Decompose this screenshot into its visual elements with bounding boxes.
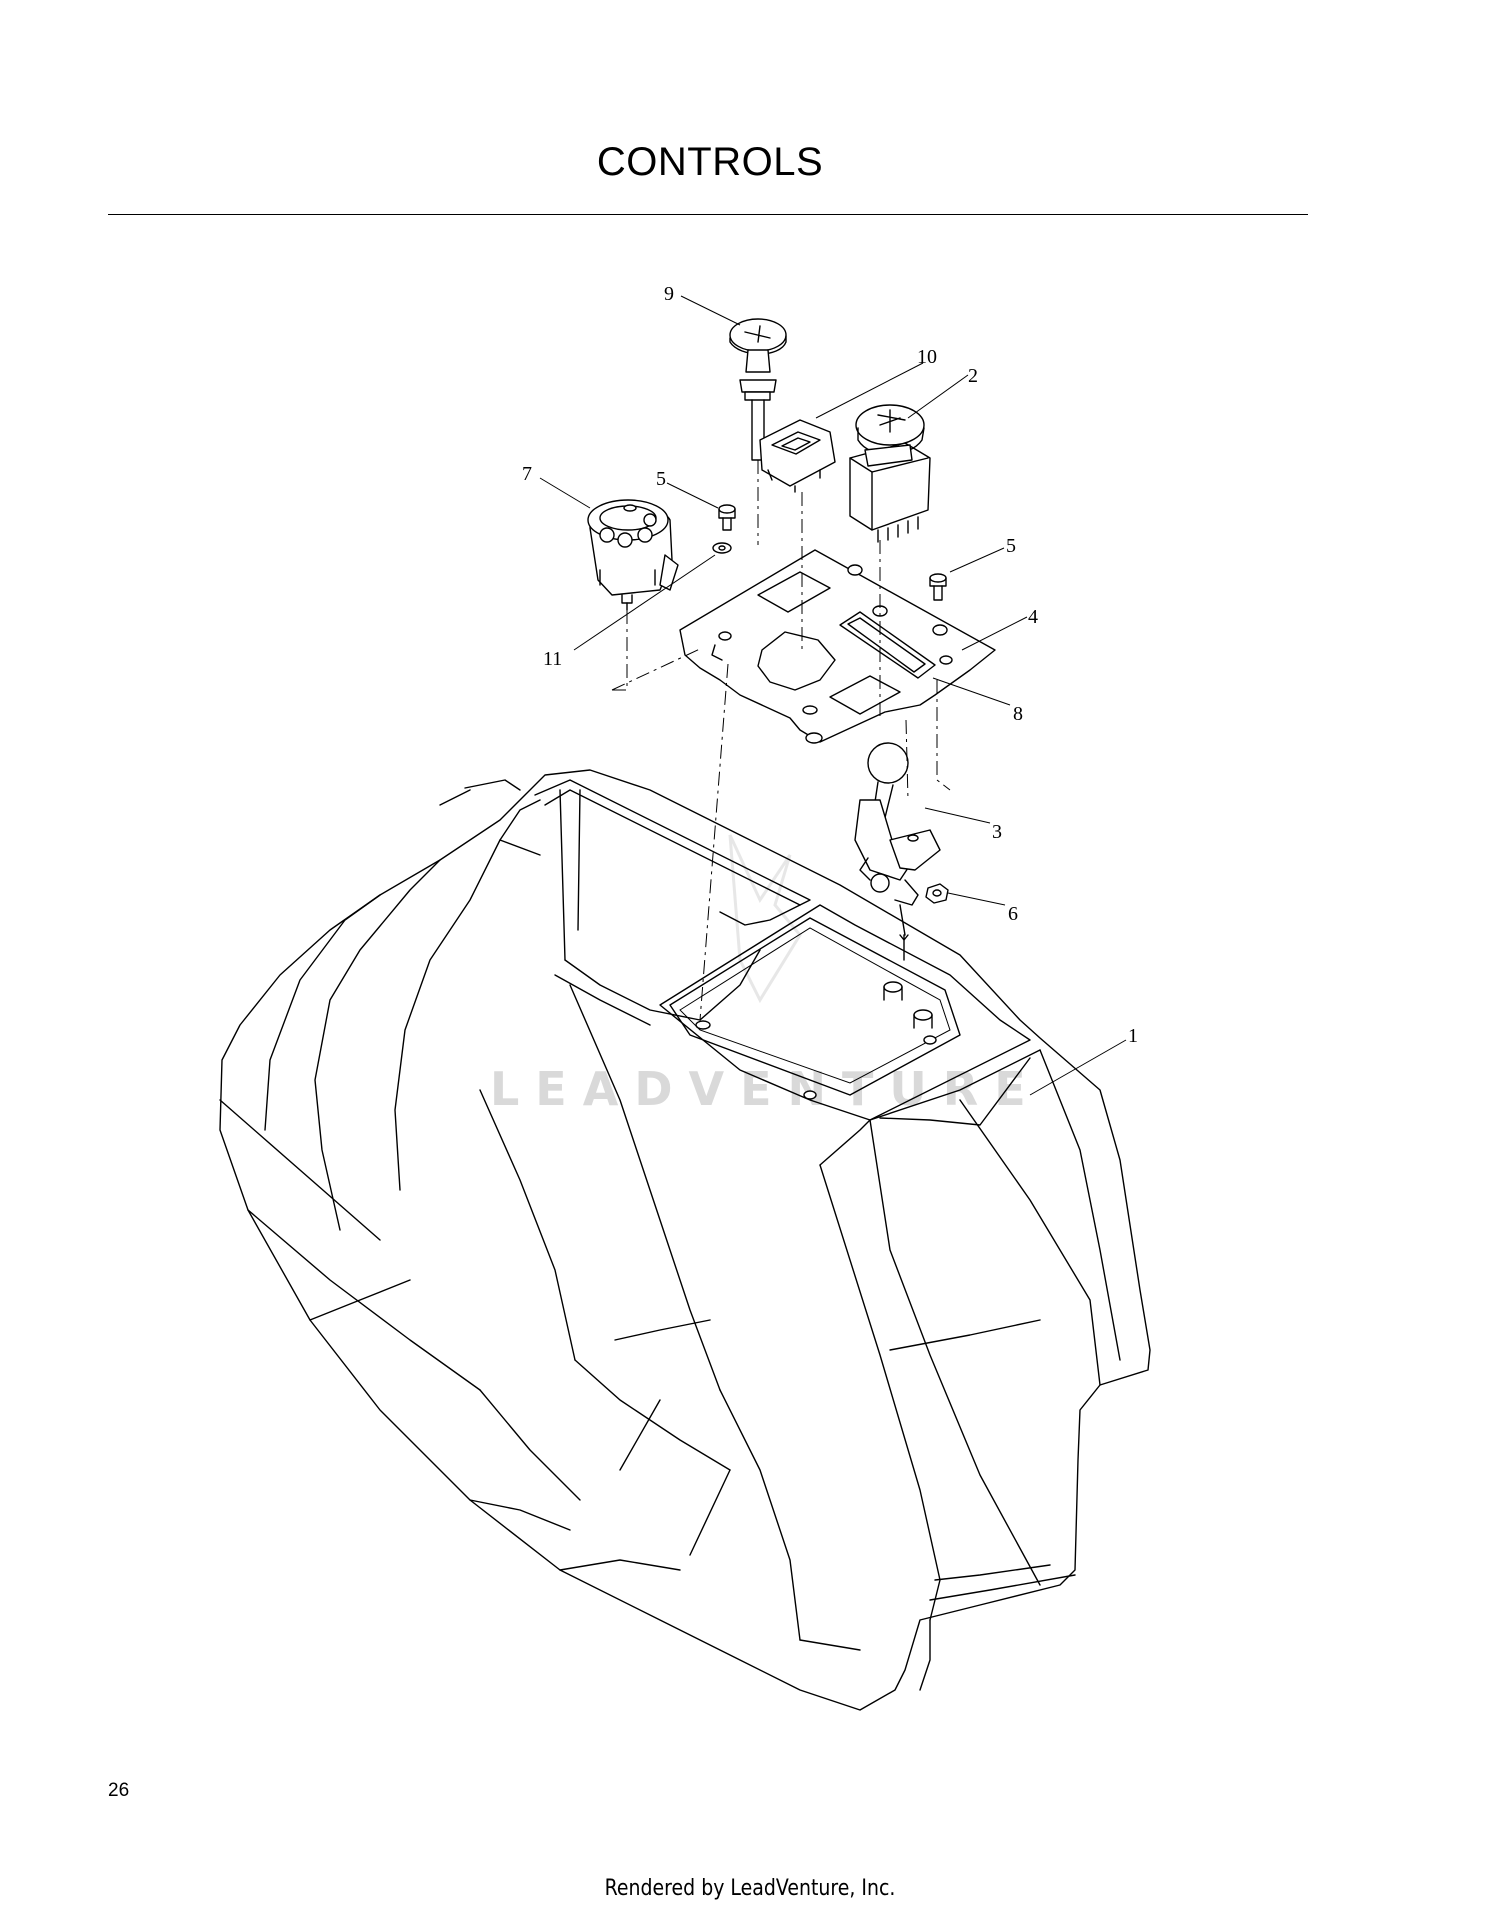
callout-4: 4 — [1028, 606, 1038, 628]
part-10-rocker-switch — [759, 419, 836, 493]
callout-8: 8 — [1013, 703, 1023, 725]
watermark-logo — [728, 834, 802, 1004]
callout-2: 2 — [968, 365, 978, 387]
callout-labels: 9 10 2 7 5 5 4 11 8 3 6 1 — [522, 283, 1138, 1047]
part-1-console-body — [219, 769, 1151, 1711]
leader-lines — [539, 295, 1127, 1096]
callout-7: 7 — [522, 463, 532, 485]
part-7-ignition-switch — [587, 499, 679, 611]
part-9-pto-knob — [729, 318, 787, 461]
page-number: 26 — [108, 1780, 130, 1801]
part-11-washer — [712, 542, 732, 554]
watermark-text: LEADVENTURE — [490, 1062, 1042, 1116]
callout-5-right: 5 — [1006, 535, 1016, 557]
callout-3: 3 — [992, 821, 1002, 843]
callout-5-left: 5 — [656, 468, 666, 490]
callout-6: 6 — [1008, 903, 1018, 925]
part-4-mounting-plate — [679, 549, 996, 743]
page-title: CONTROLS — [596, 140, 824, 184]
callout-11: 11 — [543, 648, 562, 670]
assembly-lines — [611, 460, 951, 1021]
part-3-throttle-lever — [854, 742, 941, 961]
part-6-nut — [925, 883, 949, 904]
callout-9: 9 — [664, 283, 674, 305]
footer-credit: Rendered by LeadVenture, Inc. — [604, 1876, 896, 1901]
part-2-pto-switch — [849, 404, 931, 543]
callout-1: 1 — [1128, 1025, 1138, 1047]
callout-10: 10 — [917, 346, 937, 368]
title-rule — [108, 214, 1308, 215]
part-5-screw-left — [718, 504, 736, 531]
part-5-screw-right — [929, 573, 947, 601]
part-8-mounting-post — [805, 732, 823, 744]
